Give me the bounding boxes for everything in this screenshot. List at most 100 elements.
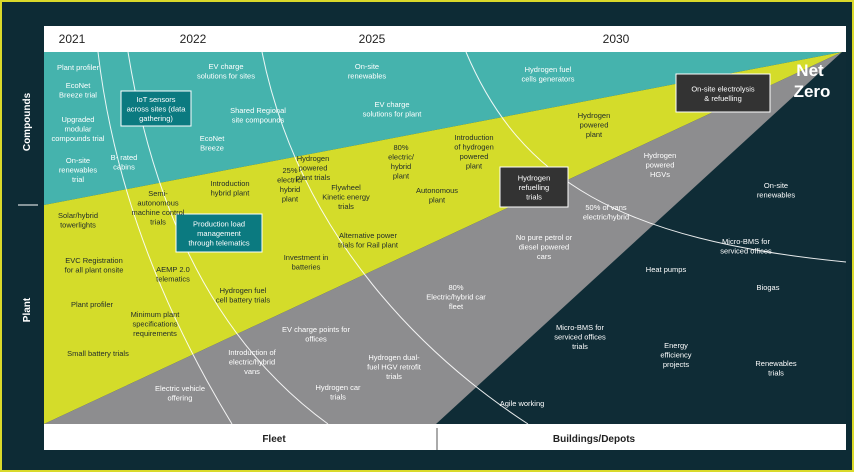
box-background <box>499 166 569 208</box>
year-label: 2025 <box>359 32 386 46</box>
milestone-text-line: trial <box>72 175 84 184</box>
milestone-text: Plant profiler <box>57 63 100 72</box>
milestone-text-line: batteries <box>292 263 321 272</box>
milestone-text-line: Energy <box>664 341 688 350</box>
box-text-line: through telematics <box>188 239 250 248</box>
milestone-text-line: Hydrogen car <box>315 383 361 392</box>
box-background <box>120 90 192 127</box>
milestone-text-line: HGVs <box>650 170 670 179</box>
milestone-text-line: plant <box>282 195 299 204</box>
milestone-text-line: plant <box>429 196 446 205</box>
box-text-line: management <box>197 229 242 238</box>
milestone-text-line: renewables <box>757 191 796 200</box>
milestone-label: Agile working <box>500 399 545 408</box>
milestone-text-line: towerlights <box>60 221 96 230</box>
box-text-line: On-site electrolysis <box>691 84 755 93</box>
milestone-text-line: trials <box>338 202 354 211</box>
milestone-text-line: EV charge <box>208 62 243 71</box>
milestone-text-line: electric/hybrid <box>229 358 275 367</box>
header-band <box>44 26 846 52</box>
milestone-text: Small battery trials <box>67 349 129 358</box>
milestone-text-line: trials <box>572 342 588 351</box>
milestone-text-line: vans <box>244 367 260 376</box>
milestone-text-line: 80% <box>393 143 408 152</box>
milestone-text-line: 80% <box>448 283 463 292</box>
milestone-text-line: powered <box>646 161 675 170</box>
milestone-text-line: offering <box>168 394 193 403</box>
milestone-text-line: projects <box>663 360 690 369</box>
milestone-text-line: EcoNet <box>66 81 92 90</box>
arc-2021 <box>97 51 233 425</box>
milestone-text-line: No pure petrol or <box>516 233 573 242</box>
milestone-text-line: Hydrogen <box>644 151 677 160</box>
milestone-label: Heat pumps <box>646 265 687 274</box>
milestone-text-line: trials for Rail plant <box>338 241 399 250</box>
milestone-text-line: Agile working <box>500 399 545 408</box>
milestone-text-line: 50% of vans <box>585 203 627 212</box>
milestone-text-line: EVC Registration <box>65 256 123 265</box>
milestone-text: Plant profiler <box>71 300 114 309</box>
milestone-text-line: AEMP 2.0 <box>156 265 190 274</box>
box-text-line: trials <box>526 193 542 202</box>
side-label-compounds: Compounds <box>22 92 33 151</box>
milestone-text-line: trials <box>386 372 402 381</box>
side-label-plant: Plant <box>22 297 33 322</box>
milestone-text-line: electric/ <box>388 153 415 162</box>
milestone-label: Small battery trials <box>67 349 129 358</box>
box-text-line: gathering) <box>139 114 173 123</box>
milestone-text-line: cells generators <box>522 75 575 84</box>
box-text-line: refuelling <box>519 183 549 192</box>
milestone-text-line: On-site <box>355 62 379 71</box>
year-label: 2021 <box>59 32 86 46</box>
milestone-text-line: Breeze trial <box>59 91 97 100</box>
milestone-text: Heat pumps <box>646 265 687 274</box>
milestone-text-line: of hydrogen <box>454 143 494 152</box>
milestone-text-line: powered <box>580 121 609 130</box>
milestone-text-line: Alternative power <box>339 231 397 240</box>
milestone-text-line: Breeze <box>200 144 224 153</box>
milestone-text-line: Hydrogen dual- <box>368 353 420 362</box>
box-text-line: Production load <box>193 220 245 229</box>
milestone-text-line: Renewables <box>755 359 797 368</box>
milestone-text-line: Micro-BMS for <box>556 323 604 332</box>
arc-2030 <box>465 51 847 263</box>
milestone-text-line: Upgraded <box>62 115 95 124</box>
milestone-text-line: cabins <box>113 163 135 172</box>
